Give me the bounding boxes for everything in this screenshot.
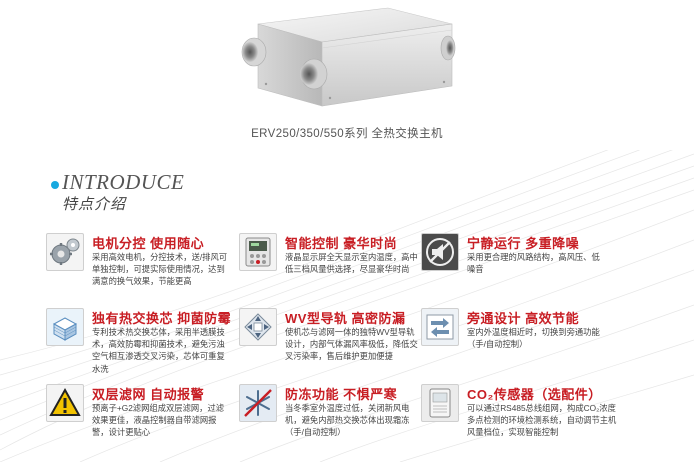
feature-title: 双层滤网 自动报警 [92, 387, 205, 402]
feature-quiet-operation: 宁静运行 多重降噪 采用更合理的风路结构，高风压、低噪音 [421, 233, 621, 293]
feature-smart-control: 智能控制 豪华时尚 液晶显示屏全天显示室内温度，高中低三档风量供选择，尽显豪华时… [239, 233, 429, 293]
feature-co2-sensor: CO₂传感器（选配件） 可以通过RS485总线组网，构成CO₂浓度多点检测的环境… [421, 384, 631, 454]
airflow-guide-icon [239, 308, 277, 346]
motor-gear-icon [46, 233, 84, 271]
feature-wv-guide-rail: WV型导轨 高密防漏 使机芯与滤网一体的独特WV型导轨设计，内部气体漏风率极低，… [239, 308, 429, 370]
feature-title: 宁静运行 多重降噪 [467, 236, 580, 251]
feature-title: 独有热交换芯 抑菌防霉 [92, 311, 232, 326]
section-title: INTRODUCE [62, 170, 185, 194]
feature-description: 可以通过RS485总线组网，构成CO₂浓度多点检测的环境检测系统，自动调节主机风… [467, 403, 617, 438]
warning-filter-icon [46, 384, 84, 422]
section-subtitle: 特点介绍 [62, 196, 127, 213]
erv-unit-image [241, 7, 456, 107]
feature-description: 当冬季室外温度过低，关闭新风电机，避免内部热交换芯体出现霜冻（手/自动控制） [285, 403, 410, 438]
feature-title: CO₂传感器（选配件） [467, 387, 602, 402]
feature-description: 室内外温度相近时，切换到旁通功能（手/自动控制） [467, 327, 600, 350]
product-caption: ERV250/350/550系列 全热交换主机 [251, 128, 443, 140]
feature-heat-exchanger: 独有热交换芯 抑菌防霉 专利技术热交换芯体，采用半透膜技术，高效防霉和抑菌技术，… [46, 308, 236, 374]
anti-freeze-icon [239, 384, 277, 422]
feature-description: 使机芯与滤网一体的独特WV型导轨设计，内部气体漏风率极低，降低交叉污染率，售后维… [285, 327, 418, 362]
feature-description: 液晶显示屏全天显示室内温度，高中低三档风量供选择，尽显豪华时尚 [285, 252, 418, 275]
feature-title: 防冻功能 不惧严寒 [285, 387, 398, 402]
feature-description: 采用高效电机，分控技术，送/排风可单独控制，可提实际使用情况，达到满意的换气效果… [92, 252, 228, 287]
feature-double-filter: 双层滤网 自动报警 预离子+G2滤网组成双层滤网，过滤效果更佳，液晶控制器自带滤… [46, 384, 236, 454]
section-bullet-dot [51, 181, 59, 189]
feature-anti-freeze: 防冻功能 不惧严寒 当冬季室外温度过低，关闭新风电机，避免内部热交换芯体出现霜冻… [239, 384, 429, 454]
bypass-arrows-icon [421, 308, 459, 346]
feature-title: 智能控制 豪华时尚 [285, 236, 398, 251]
feature-description: 专利技术热交换芯体，采用半透膜技术，高效防霉和抑菌技术，避免污浊空气相互渗透交叉… [92, 327, 225, 374]
co2-sensor-icon [421, 384, 459, 422]
feature-description: 预离子+G2滤网组成双层滤网，过滤效果更佳，液晶控制器自带滤网报警，设计更贴心 [92, 403, 225, 438]
control-panel-icon [239, 233, 277, 271]
feature-description: 采用更合理的风路结构，高风压、低噪音 [467, 252, 600, 275]
feature-title: WV型导轨 高密防漏 [285, 311, 406, 326]
feature-title: 电机分控 使用随心 [92, 236, 205, 251]
feature-bypass-design: 旁通设计 高效节能 室内外温度相近时，切换到旁通功能（手/自动控制） [421, 308, 621, 370]
mute-sound-icon [421, 233, 459, 271]
feature-title: 旁通设计 高效节能 [467, 311, 580, 326]
heat-exchanger-core-icon [46, 308, 84, 346]
feature-motor-control: 电机分控 使用随心 采用高效电机，分控技术，送/排风可单独控制，可提实际使用情况… [46, 233, 236, 293]
